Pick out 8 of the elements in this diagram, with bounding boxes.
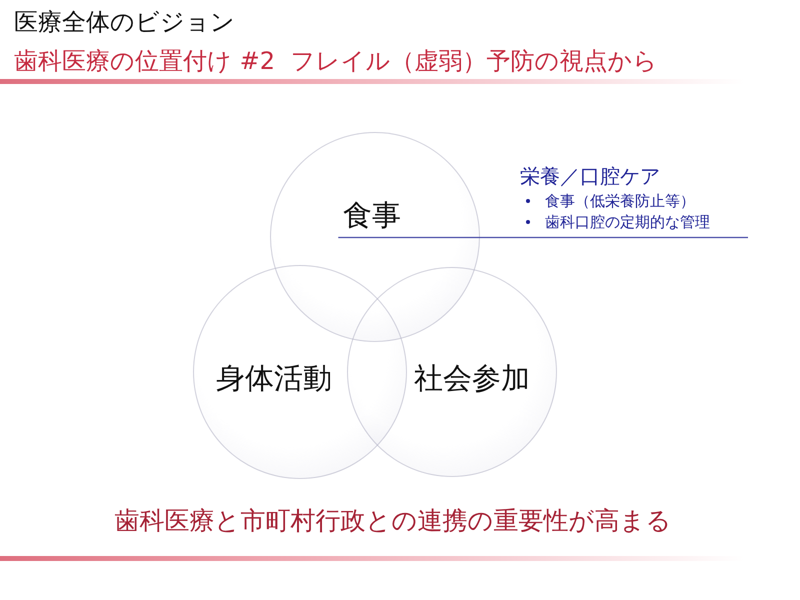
callout-heading: 栄養／口腔ケア [520, 163, 660, 190]
title: 医療全体のビジョン [14, 7, 235, 37]
leader-line [338, 236, 748, 238]
bullet-text: 食事（低栄養防止等） [545, 190, 695, 210]
bullet-text: 歯科口腔の定期的な管理 [545, 212, 710, 232]
caption: 歯科医療と市町村行政との連携の重要性が高まる [114, 506, 672, 536]
circle: 社会参加 [347, 267, 557, 477]
subtitle: 歯科医療の位置付け #2 フレイル（虚弱）予防の視点から [14, 46, 658, 76]
